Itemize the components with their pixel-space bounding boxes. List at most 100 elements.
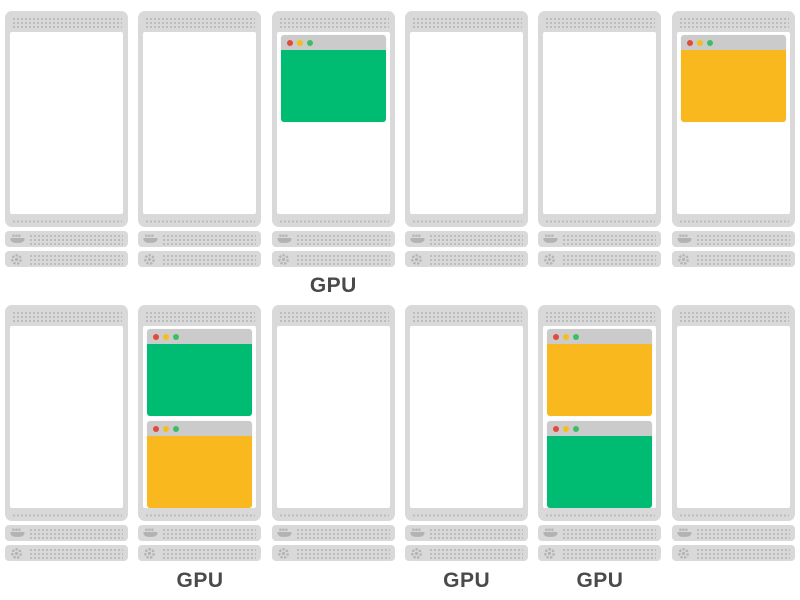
vent-grille-bottom <box>144 218 256 223</box>
traffic-light-green-icon <box>306 39 313 46</box>
gear-icon <box>143 253 158 266</box>
rack-vent <box>695 547 790 559</box>
rack-unit-orchestrator <box>5 251 129 267</box>
app-window-green <box>280 35 386 122</box>
rack-vent <box>162 547 257 559</box>
machine-column: GPU <box>533 305 666 600</box>
vent-grille-top <box>144 310 256 323</box>
machine-column: GPU <box>133 305 266 600</box>
traffic-light-red-icon <box>553 333 560 340</box>
rack-vent <box>295 233 390 245</box>
rack-vent <box>295 547 390 559</box>
server-machine <box>405 305 529 521</box>
traffic-light-yellow-icon <box>696 39 703 46</box>
gpu-label: GPU <box>176 569 224 592</box>
rack-vent <box>429 233 524 245</box>
rack-unit-container-runtime <box>271 231 395 247</box>
server-machine <box>671 305 795 521</box>
gear-icon <box>10 253 25 266</box>
rack-unit-orchestrator <box>138 251 262 267</box>
vent-grille-top <box>144 16 256 29</box>
vent-grille-bottom <box>544 218 656 223</box>
traffic-light-yellow-icon <box>163 425 170 432</box>
rack-unit-container-runtime <box>405 525 529 541</box>
screen <box>676 326 790 508</box>
gear-icon <box>543 253 558 266</box>
rack-unit-orchestrator <box>538 545 662 561</box>
traffic-light-red-icon <box>686 39 693 46</box>
rack-vent <box>29 527 124 539</box>
gear-icon <box>277 547 292 560</box>
rack-unit-orchestrator <box>271 545 395 561</box>
server-row: GPU <box>0 11 800 305</box>
server-machine <box>538 305 662 521</box>
whale-icon <box>543 527 559 540</box>
vent-grille-bottom <box>544 512 656 517</box>
rack-vent <box>562 233 657 245</box>
rack-vent <box>695 253 790 265</box>
machine-column <box>133 11 266 305</box>
vent-grille-top <box>11 16 123 29</box>
machine-column <box>0 11 133 305</box>
rack-unit-orchestrator <box>271 251 395 267</box>
vent-grille-bottom <box>144 512 256 517</box>
window-titlebar <box>280 35 386 50</box>
machine-column <box>400 11 533 305</box>
gpu-label: GPU <box>309 274 357 297</box>
rack-vent <box>562 527 657 539</box>
rack-unit-orchestrator <box>405 251 529 267</box>
rack-unit-container-runtime <box>538 525 662 541</box>
vent-grille-top <box>544 16 656 29</box>
traffic-light-red-icon <box>153 425 160 432</box>
rack-unit-orchestrator <box>5 545 129 561</box>
gear-icon <box>677 547 692 560</box>
server-row: GPU <box>0 305 800 600</box>
rack-unit-container-runtime <box>138 231 262 247</box>
machine-column <box>0 305 133 600</box>
machine-column: GPU <box>400 305 533 600</box>
vent-grille-bottom <box>677 218 789 223</box>
window-content <box>547 436 653 508</box>
rack-vent <box>695 527 790 539</box>
window-content <box>680 50 786 122</box>
screen <box>10 32 124 214</box>
gear-icon <box>143 547 158 560</box>
traffic-light-yellow-icon <box>163 333 170 340</box>
rack-vent <box>295 527 390 539</box>
screen <box>543 326 657 508</box>
server-machine <box>138 11 262 227</box>
app-window-amber <box>147 421 253 508</box>
traffic-light-yellow-icon <box>296 39 303 46</box>
rack-unit-container-runtime <box>271 525 395 541</box>
window-titlebar <box>547 329 653 344</box>
rack-vent <box>562 253 657 265</box>
vent-grille-top <box>544 310 656 323</box>
traffic-light-green-icon <box>573 333 580 340</box>
whale-icon <box>277 527 292 540</box>
rack-unit-orchestrator <box>405 545 529 561</box>
whale-icon <box>277 233 292 246</box>
vent-grille-bottom <box>411 218 523 223</box>
rack-vent <box>162 527 257 539</box>
vent-grille-top <box>411 310 523 323</box>
rack-unit-container-runtime <box>5 231 129 247</box>
vent-grille-bottom <box>11 218 123 223</box>
rack-vent <box>562 547 657 559</box>
machine-column <box>533 11 666 305</box>
rack-unit-container-runtime <box>671 231 795 247</box>
window-titlebar <box>547 421 653 436</box>
window-content <box>547 344 653 416</box>
vent-grille-bottom <box>677 512 789 517</box>
whale-icon <box>143 233 159 246</box>
traffic-light-red-icon <box>286 39 293 46</box>
rack-vent <box>162 233 257 245</box>
vent-grille-top <box>11 310 123 323</box>
rack-unit-orchestrator <box>538 251 662 267</box>
rack-vent <box>429 253 524 265</box>
gpu-label: GPU <box>443 569 491 592</box>
traffic-light-yellow-icon <box>563 333 570 340</box>
traffic-light-green-icon <box>173 425 180 432</box>
gear-icon <box>410 547 425 560</box>
screen <box>143 32 257 214</box>
gear-icon <box>410 253 425 266</box>
